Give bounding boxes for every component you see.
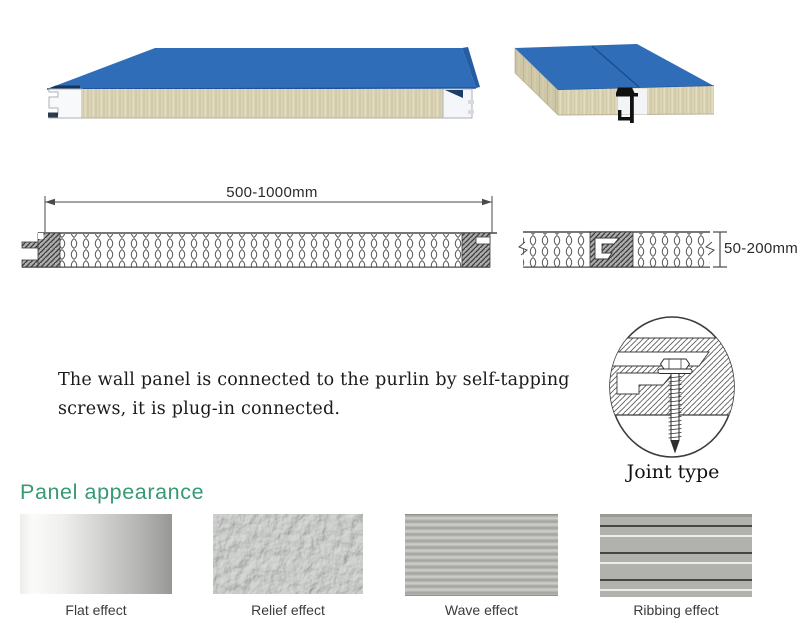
panel-top-sheet [515,44,714,90]
swatch-label-flat: Flat effect [65,602,127,618]
panel-thickness-section [518,231,727,268]
thickness-dimension-label: 50-200mm [724,240,799,257]
swatch-wave-effect [405,514,558,596]
description-line-1: The wall panel is connected to the purli… [58,370,570,390]
joint-detail-drawing [609,316,735,458]
panel-3d-illustration [46,47,480,119]
swatch-label-wave: Wave effect [444,602,519,618]
panel-cross-section [21,196,497,268]
swatch-ribbing-effect [600,514,752,597]
swatch-flat-effect [20,514,172,594]
fastener-icon [616,87,638,123]
description-text: The wall panel is connected to the purli… [58,366,598,424]
relief-texture [213,514,363,594]
swatch-relief-effect [213,514,363,594]
screw-icon [657,358,693,454]
insulation-core [60,234,462,267]
joint-profile-cutout [594,237,620,260]
description-line-2: screws, it is plug-in connected. [58,399,341,419]
width-dimension-lines [44,196,493,233]
groove-end [461,232,491,268]
panel-top-sheet [47,48,476,89]
tongue-end [21,232,61,268]
panel-appearance-heading: Panel appearance [20,480,205,504]
joint-type-caption: Joint type [626,461,720,483]
swatch-label-relief: Relief effect [251,602,325,618]
thickness-dimension-lines [713,231,727,268]
swatch-label-ribbing: Ribbing effect [633,602,719,618]
panel-core [82,89,443,118]
panel-seam-line [591,45,641,89]
width-dimension-label: 500-1000mm [226,184,318,201]
panel-joint-3d-illustration [514,44,715,123]
